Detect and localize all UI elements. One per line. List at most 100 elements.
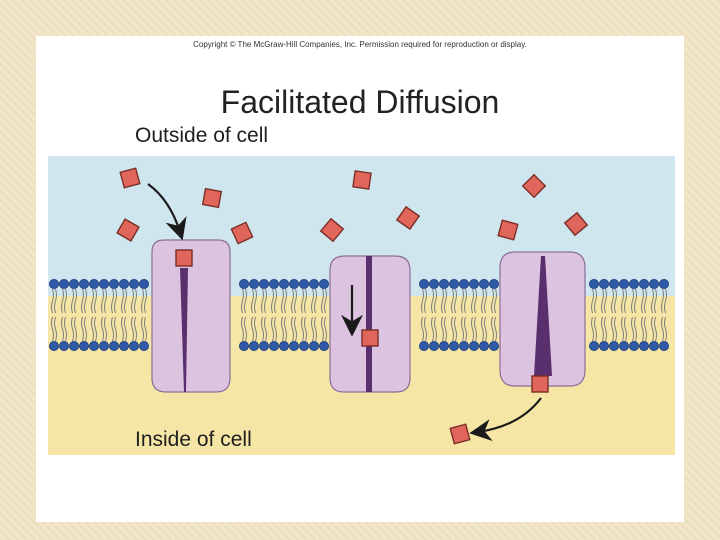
phospholipid-head (128, 340, 139, 351)
lipid-tail (281, 288, 284, 314)
solute-molecule (116, 218, 140, 242)
phospholipid-head (238, 340, 249, 351)
lipid-tail (244, 316, 247, 342)
lipid-tail (491, 288, 494, 314)
phospholipid-head (639, 340, 650, 351)
lipid-tail (664, 316, 667, 342)
phospholipid-head (248, 278, 259, 289)
lipid-tail (311, 316, 314, 342)
lipid-tail (124, 288, 127, 314)
solute-molecule (361, 329, 379, 347)
carrier-protein-open-outside (151, 239, 231, 393)
phospholipid-head (629, 278, 640, 289)
lipid-tail (291, 288, 294, 314)
phospholipid-head (49, 340, 60, 351)
lipid-tail (644, 316, 647, 342)
phospholipid-head (109, 340, 120, 351)
lipid-tail (274, 316, 277, 342)
lipid-tail (611, 288, 614, 314)
lipid-tail (624, 316, 627, 342)
lipid-tail (454, 316, 457, 342)
solute-molecule (175, 249, 193, 267)
phospholipid-head (308, 278, 319, 289)
lipid-tail (64, 288, 67, 314)
phospholipid-head (589, 278, 600, 289)
lipid-tail (114, 316, 117, 342)
lipid-tail (314, 316, 317, 342)
phospholipid-head (99, 278, 110, 289)
lipid-tail (324, 288, 327, 314)
lipid-tail (144, 316, 147, 342)
lipid-tail (614, 288, 617, 314)
lipid-tail (54, 288, 57, 314)
lipid-tail (621, 288, 624, 314)
phospholipid-head (418, 340, 429, 351)
solute-molecule (449, 423, 471, 445)
phospholipid-head (288, 278, 299, 289)
lipid-tail (71, 288, 74, 314)
phospholipid-head (288, 340, 299, 351)
lipid-tail (604, 288, 607, 314)
lipid-tail (294, 288, 297, 314)
lipid-tail (121, 316, 124, 342)
lipid-tail (494, 288, 497, 314)
lipid-tail (604, 316, 607, 342)
phospholipid-head (248, 340, 259, 351)
lipid-tail (431, 316, 434, 342)
lipid-tail (94, 288, 97, 314)
phospholipid-head (278, 340, 289, 351)
lipid-tail (51, 316, 54, 342)
phospholipid-head (418, 278, 429, 289)
phospholipid-head (69, 340, 80, 351)
lipid-tail (71, 316, 74, 342)
phospholipid-head (119, 278, 130, 289)
lipid-tail (294, 316, 297, 342)
solute-molecule (201, 187, 223, 209)
phospholipid-head (448, 278, 459, 289)
lipid-tail (94, 316, 97, 342)
lipid-tail (651, 316, 654, 342)
lipid-tail (614, 316, 617, 342)
outside-of-cell-label: Outside of cell (135, 124, 269, 147)
lipid-tail (274, 288, 277, 314)
lipid-tail (451, 288, 454, 314)
lipid-tail (474, 288, 477, 314)
phospholipid-head (458, 278, 469, 289)
lipid-tail (424, 288, 427, 314)
phospholipid-head (468, 340, 479, 351)
phospholipid-head (609, 278, 620, 289)
phospholipid-head (589, 340, 600, 351)
lipid-tail (641, 288, 644, 314)
lipid-tail (621, 316, 624, 342)
lipid-tail (264, 316, 267, 342)
solute-molecule (119, 167, 141, 189)
lipid-tail (301, 288, 304, 314)
lipid-tail (261, 288, 264, 314)
phospholipid-head (128, 278, 139, 289)
phospholipid-head (258, 340, 269, 351)
lipid-tail (651, 288, 654, 314)
lipid-tail (61, 288, 64, 314)
copyright-notice: Copyright © The McGraw-Hill Companies, I… (193, 40, 527, 49)
phospholipid-head (639, 278, 650, 289)
lipid-tail (91, 288, 94, 314)
lipid-tail (254, 316, 257, 342)
lipid-tail (454, 288, 457, 314)
lipid-tail (434, 316, 437, 342)
lipid-tail (141, 288, 144, 314)
phospholipid-head (308, 340, 319, 351)
lipid-tail (441, 288, 444, 314)
lipid-tail (631, 316, 634, 342)
lipid-tail (64, 316, 67, 342)
solute-molecule (497, 219, 519, 241)
lipid-tail (434, 288, 437, 314)
phospholipid-head (298, 340, 309, 351)
lipid-tail (304, 288, 307, 314)
lipid-tail (131, 288, 134, 314)
lipid-tail (444, 288, 447, 314)
lipid-tail (254, 288, 257, 314)
phospholipid-head (599, 278, 610, 289)
phospholipid-head (298, 278, 309, 289)
lipid-tail (314, 288, 317, 314)
lipid-tail (591, 288, 594, 314)
